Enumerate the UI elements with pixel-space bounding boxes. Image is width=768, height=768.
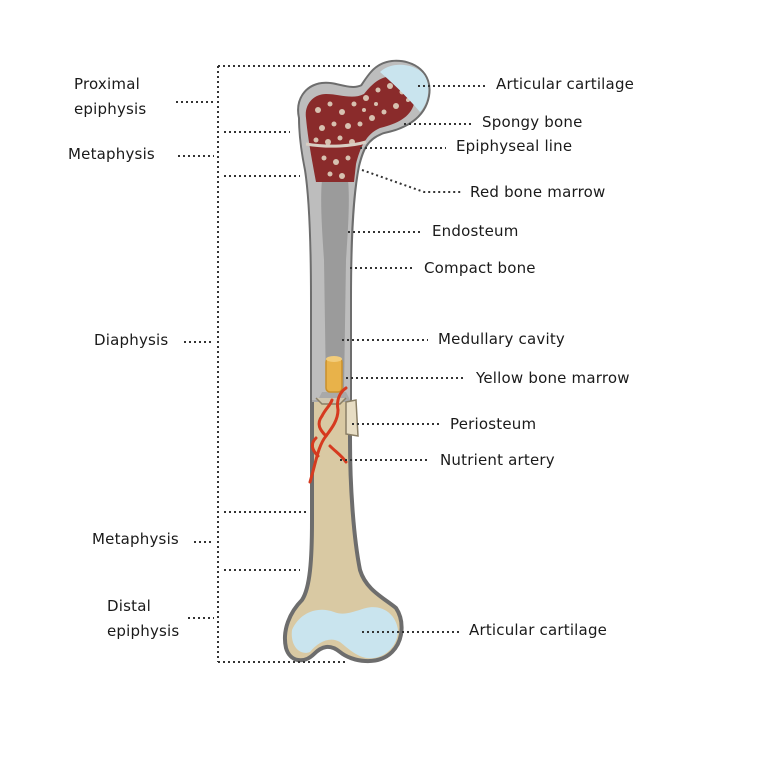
label-medullary-cavity: Medullary cavity: [438, 327, 565, 352]
periosteum-flap: [346, 400, 358, 436]
label-distal-epiphysis-line1: Distal: [107, 594, 179, 619]
yellow-marrow-top: [326, 356, 342, 362]
label-distal-epiphysis: Distal epiphysis: [107, 594, 179, 644]
label-compact-bone: Compact bone: [424, 256, 536, 281]
label-epiphyseal-line: Epiphyseal line: [456, 134, 572, 159]
cut-edge: [280, 392, 440, 402]
label-articular-cartilage-top: Articular cartilage: [496, 72, 634, 97]
label-proximal-epiphysis: Proximal epiphysis: [74, 72, 146, 122]
label-endosteum: Endosteum: [432, 219, 519, 244]
right-leaders: [340, 86, 486, 632]
label-diaphysis: Diaphysis: [94, 328, 168, 353]
label-metaphysis-top: Metaphysis: [68, 142, 155, 167]
label-proximal-epiphysis-line2: epiphysis: [74, 97, 146, 122]
label-spongy-bone: Spongy bone: [482, 110, 583, 135]
yellow-marrow: [326, 358, 342, 392]
label-distal-epiphysis-line2: epiphysis: [107, 619, 179, 644]
label-proximal-epiphysis-line1: Proximal: [74, 72, 146, 97]
label-yellow-bone-marrow: Yellow bone marrow: [476, 366, 630, 391]
label-articular-cartilage-bottom: Articular cartilage: [469, 618, 607, 643]
femur-bone: [280, 60, 440, 661]
label-red-bone-marrow: Red bone marrow: [470, 180, 605, 205]
label-nutrient-artery: Nutrient artery: [440, 448, 555, 473]
label-periosteum: Periosteum: [450, 412, 536, 437]
label-metaphysis-bottom: Metaphysis: [92, 527, 179, 552]
